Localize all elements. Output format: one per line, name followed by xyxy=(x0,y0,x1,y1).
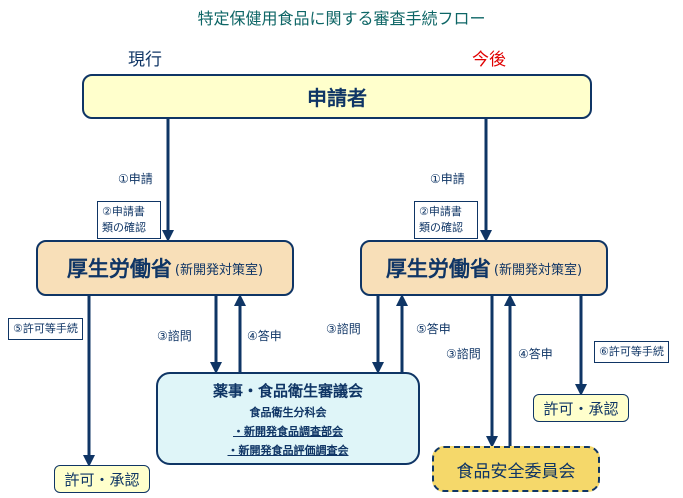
label-future-consult-council: ③諮問 xyxy=(326,322,361,336)
mhlw-sub: (新開発対策室) xyxy=(174,262,264,278)
applicant-box: 申請者 xyxy=(82,74,592,119)
approval-label: 許可・承認 xyxy=(64,470,140,489)
mhlw-name: 厚生労働省 xyxy=(385,257,491,281)
header-future: 今後 xyxy=(472,50,506,70)
label-future-consult-fsc: ③諮問 xyxy=(446,347,481,361)
mhlw-box-current: 厚生労働省 (新開発対策室) xyxy=(36,240,294,296)
label-future-report-fsc: ④答申 xyxy=(518,347,553,361)
note-future-permit: ⑥許可等手続 xyxy=(594,341,669,363)
council-sub: 食品衛生分科会 xyxy=(249,405,327,419)
label-current-consult: ③諮問 xyxy=(157,329,192,343)
label-current-report: ④答申 xyxy=(247,329,282,343)
fsc-label: 食品安全委員会 xyxy=(456,461,576,482)
header-current: 現行 xyxy=(128,50,162,70)
note-line: 類の確認 xyxy=(102,221,146,234)
note-line: 類の確認 xyxy=(419,221,463,234)
approval-label: 許可・承認 xyxy=(543,399,619,418)
approval-box-current: 許可・承認 xyxy=(54,465,150,493)
approval-box-future: 許可・承認 xyxy=(533,394,629,422)
note-line: ②申請書 xyxy=(419,205,462,218)
note-line: ②申請書 xyxy=(102,205,145,218)
mhlw-sub: (新開発対策室) xyxy=(493,262,583,278)
council-box: 薬事・食品衛生審議会 食品衛生分科会 ・新開発食品調査部会 ・新開発食品評価調査… xyxy=(156,372,420,465)
note-future-check-docs: ②申請書 類の確認 xyxy=(414,201,478,239)
note-current-permit: ⑤許可等手続 xyxy=(8,318,83,340)
applicant-label: 申請者 xyxy=(307,86,367,110)
mhlw-name: 厚生労働省 xyxy=(66,257,172,281)
council-item: ・新開発食品調査部会 xyxy=(233,424,343,438)
mhlw-box-future: 厚生労働省 (新開発対策室) xyxy=(360,240,608,296)
council-item: ・新開発食品評価調査会 xyxy=(227,443,349,457)
food-safety-commission-box: 食品安全委員会 xyxy=(432,446,600,492)
council-name: 薬事・食品衛生審議会 xyxy=(212,381,363,400)
label-current-apply: ①申請 xyxy=(118,172,153,186)
label-future-report-council: ⑤答申 xyxy=(416,322,451,336)
diagram-title: 特定保健用食品に関する審査手続フロー xyxy=(197,9,486,28)
note-current-check-docs: ②申請書 類の確認 xyxy=(97,201,161,239)
label-future-apply: ①申請 xyxy=(430,172,465,186)
